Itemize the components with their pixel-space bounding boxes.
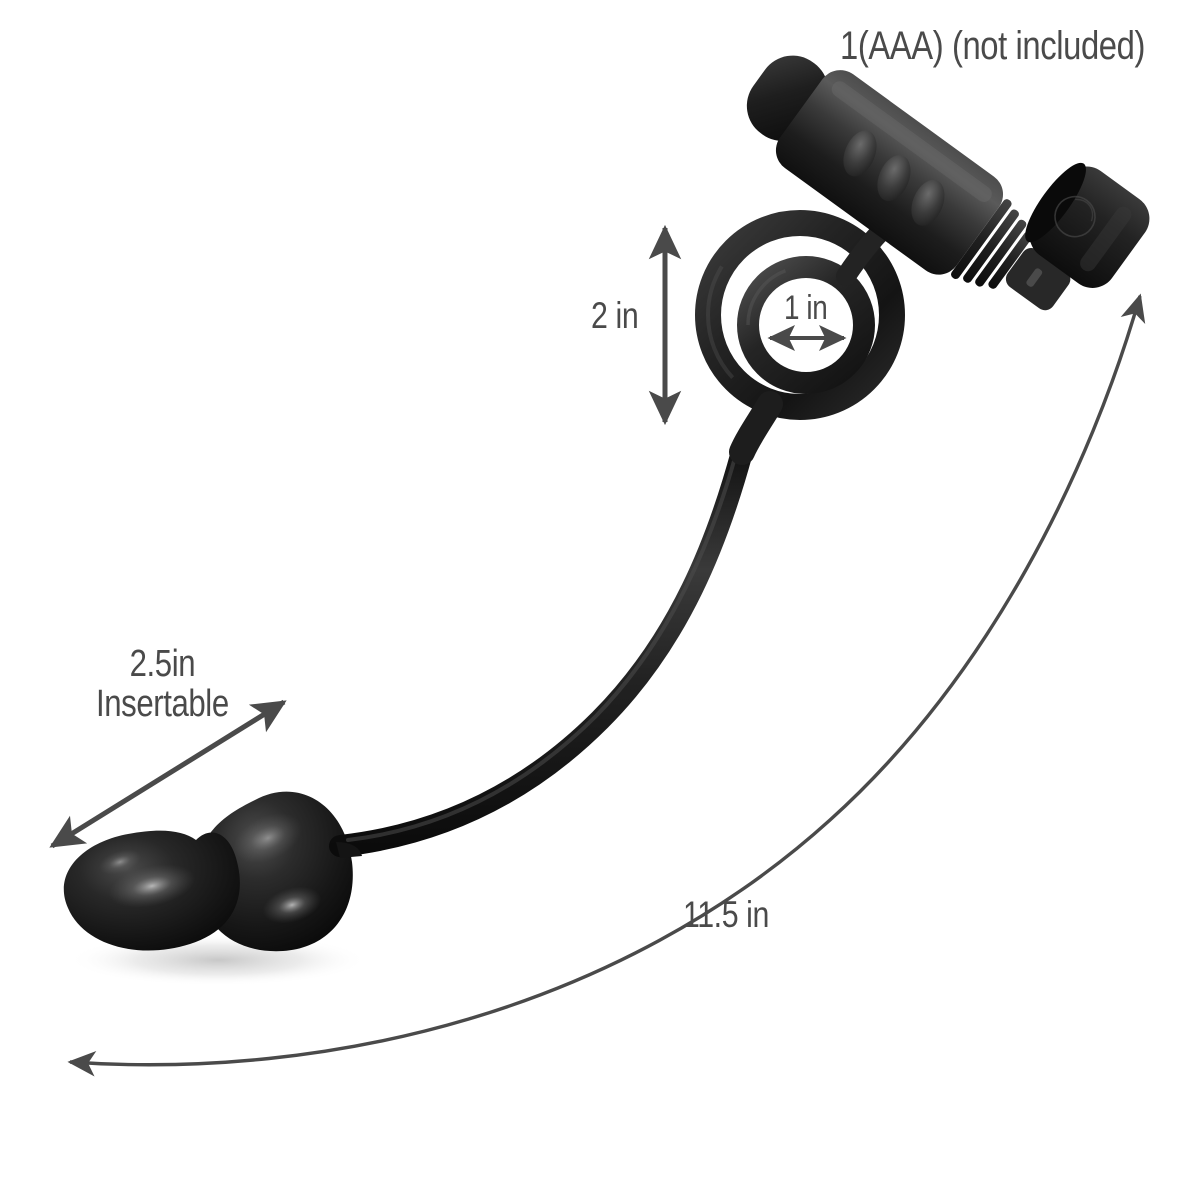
label-total-length: 11.5 in xyxy=(683,894,769,935)
bullet-vibrator xyxy=(746,55,1071,311)
bullet-button-2[interactable] xyxy=(871,150,917,206)
bullet-threads xyxy=(951,199,1033,289)
end-cap-opening xyxy=(1025,162,1086,243)
end-cap-logo-icon xyxy=(1054,195,1096,238)
bullet-button-3[interactable] xyxy=(905,175,951,231)
ring-stem xyxy=(729,391,783,465)
label-ring-height: 2 in xyxy=(591,295,639,336)
cord-path xyxy=(329,441,753,857)
label-battery-requirement: 1(AAA) (not included) xyxy=(840,24,1145,68)
label-insertable-length: 2.5in Insertable xyxy=(96,643,229,725)
label-ring-inner-diameter: 1 in xyxy=(784,289,828,327)
end-cap-logo-detail-icon xyxy=(1075,198,1094,222)
bullet-body-highlight xyxy=(831,81,992,202)
anal-plug-beads xyxy=(63,791,368,986)
battery-end-cap xyxy=(1025,162,1150,288)
connecting-cord xyxy=(329,441,753,858)
arrow-total-length xyxy=(67,293,1146,1077)
bullet-button-1[interactable] xyxy=(837,126,883,182)
battery-contact-slot xyxy=(1026,268,1043,287)
end-cap-highlight xyxy=(1080,206,1132,272)
dimension-arrows xyxy=(49,224,1146,1077)
